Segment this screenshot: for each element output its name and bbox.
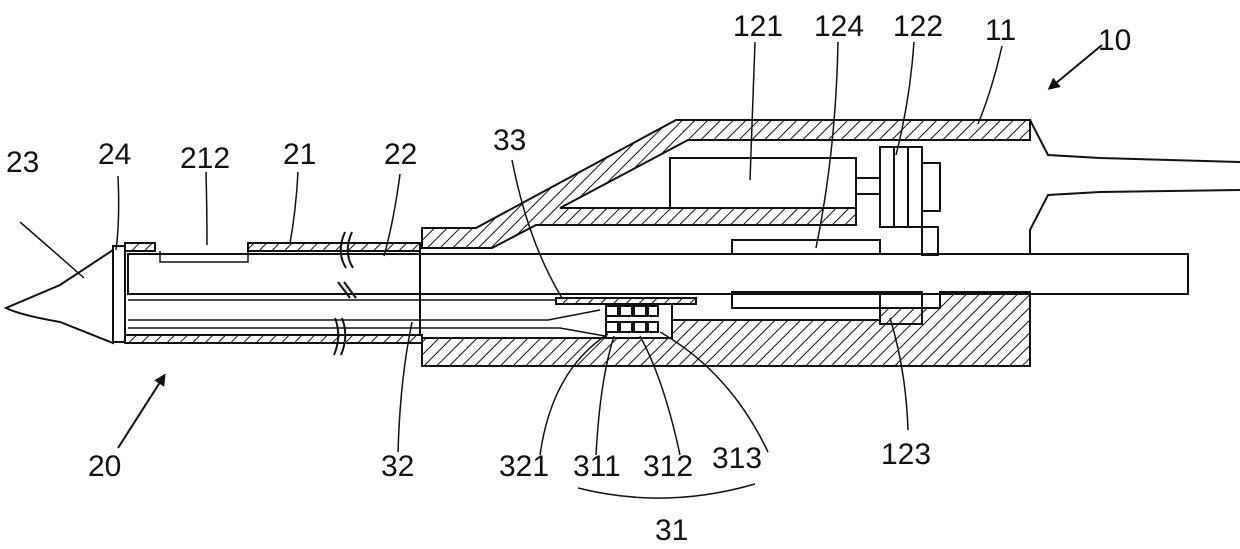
- label-24: 24: [98, 138, 131, 171]
- label-21: 21: [283, 138, 316, 171]
- label-312: 312: [643, 450, 693, 483]
- window-212: [160, 251, 248, 262]
- label-313: 313: [712, 442, 762, 475]
- gear-assembly-122: [856, 147, 940, 255]
- label-124: 124: [814, 10, 864, 43]
- housing-tail-upper: [1030, 120, 1240, 162]
- tip-23: [6, 250, 113, 343]
- label-31: 31: [655, 514, 688, 547]
- label-33: 33: [493, 124, 526, 157]
- transmission-124: [732, 240, 880, 254]
- housing-tail-lower: [1030, 190, 1240, 254]
- arrow-20: [118, 376, 164, 448]
- label-123: 123: [881, 438, 931, 471]
- label-20: 20: [88, 450, 121, 483]
- label-212: 212: [180, 142, 230, 175]
- reference-labels: 10 11 121 124 122 123 23 24 212 21 22 33…: [6, 10, 1131, 547]
- label-321: 321: [499, 450, 549, 483]
- main-shaft: [128, 254, 1188, 294]
- label-23: 23: [6, 146, 39, 179]
- motor-121: [670, 158, 856, 208]
- label-22: 22: [384, 138, 417, 171]
- label-122: 122: [893, 10, 943, 43]
- connector-24: [113, 246, 125, 342]
- arrow-10: [1050, 45, 1102, 88]
- label-311: 311: [573, 450, 621, 483]
- inner-tube-32: [128, 310, 600, 320]
- label-32: 32: [381, 450, 414, 483]
- label-121: 121: [733, 10, 783, 43]
- label-10: 10: [1098, 24, 1131, 57]
- leader-lines: [20, 42, 1002, 498]
- housing-lower-shell: [422, 292, 1030, 366]
- label-11: 11: [985, 14, 1016, 47]
